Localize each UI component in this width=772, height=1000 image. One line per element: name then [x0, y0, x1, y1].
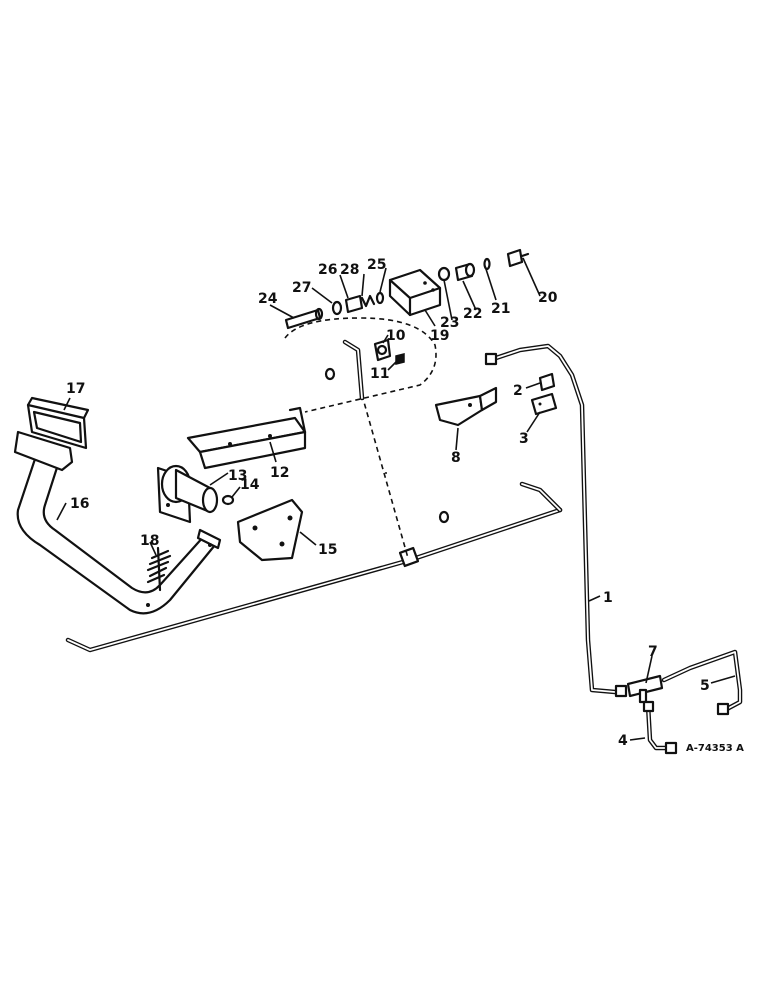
- reference-code: A-74353 A: [686, 743, 744, 754]
- callout-19: 19: [430, 328, 449, 344]
- callout-16: 16: [70, 496, 89, 512]
- callout-21: 21: [491, 301, 510, 317]
- callout-18: 18: [140, 533, 159, 549]
- callout-20: 20: [538, 290, 558, 306]
- valve-body-part-19: [388, 268, 442, 317]
- callout-14: 14: [240, 477, 260, 493]
- callout-12: 12: [270, 465, 289, 481]
- callout-4: 4: [618, 733, 628, 749]
- leader-lines: [56, 257, 736, 741]
- brake-line-long: [65, 481, 563, 653]
- pushrod-part-24: [284, 307, 324, 330]
- brake-line-short: [342, 339, 365, 401]
- callout-15: 15: [318, 542, 337, 558]
- oring-part-25: [375, 291, 385, 305]
- fitting-10-part: [373, 338, 392, 362]
- callout-labels: 1 2 3 4 5 7 8 10 11 12 13 14 15 16 17 18…: [66, 257, 710, 749]
- brake-line-4: [642, 700, 678, 755]
- callout-3: 3: [519, 431, 529, 447]
- routing-lines: [284, 317, 437, 559]
- bracket-part: [186, 406, 307, 470]
- callout-11: 11: [370, 366, 389, 382]
- bracket-8-part: [434, 386, 498, 427]
- callout-26: 26: [318, 262, 337, 278]
- callout-23: 23: [440, 315, 459, 331]
- switch-part-20: [506, 248, 530, 268]
- callout-7: 7: [648, 644, 658, 660]
- oring-part-21: [483, 257, 491, 271]
- callout-22: 22: [463, 306, 482, 322]
- tee-fitting-7-part: [626, 674, 664, 704]
- spring-part-28: [360, 294, 376, 308]
- piston-part-26: [344, 294, 364, 314]
- callout-17: 17: [66, 381, 85, 397]
- plug-part-22: [454, 262, 476, 282]
- washer-part-23: [437, 266, 451, 282]
- seal-part-27: [331, 300, 343, 316]
- brake-line-1: [484, 343, 628, 698]
- plate-3-part: [530, 392, 558, 416]
- callout-8: 8: [451, 450, 461, 466]
- fitting-2-part: [538, 372, 556, 392]
- callout-25: 25: [367, 257, 386, 273]
- washer-small-part: [324, 367, 336, 381]
- pedal-pad-part: [26, 396, 90, 450]
- washer-part: [221, 494, 235, 506]
- brake-pedal-part: [13, 430, 222, 615]
- master-cylinder-part: [156, 464, 219, 524]
- callout-5: 5: [700, 678, 710, 694]
- plate-part: [236, 498, 304, 562]
- spring-part: [146, 546, 172, 592]
- brake-line-5: [661, 649, 743, 716]
- callout-2: 2: [513, 383, 523, 399]
- nut-11-part: [395, 353, 405, 365]
- callout-28: 28: [340, 262, 359, 278]
- callout-27: 27: [292, 280, 311, 296]
- callout-24: 24: [258, 291, 278, 307]
- callout-10: 10: [386, 328, 406, 344]
- callout-13: 13: [228, 468, 247, 484]
- callout-1: 1: [603, 590, 613, 606]
